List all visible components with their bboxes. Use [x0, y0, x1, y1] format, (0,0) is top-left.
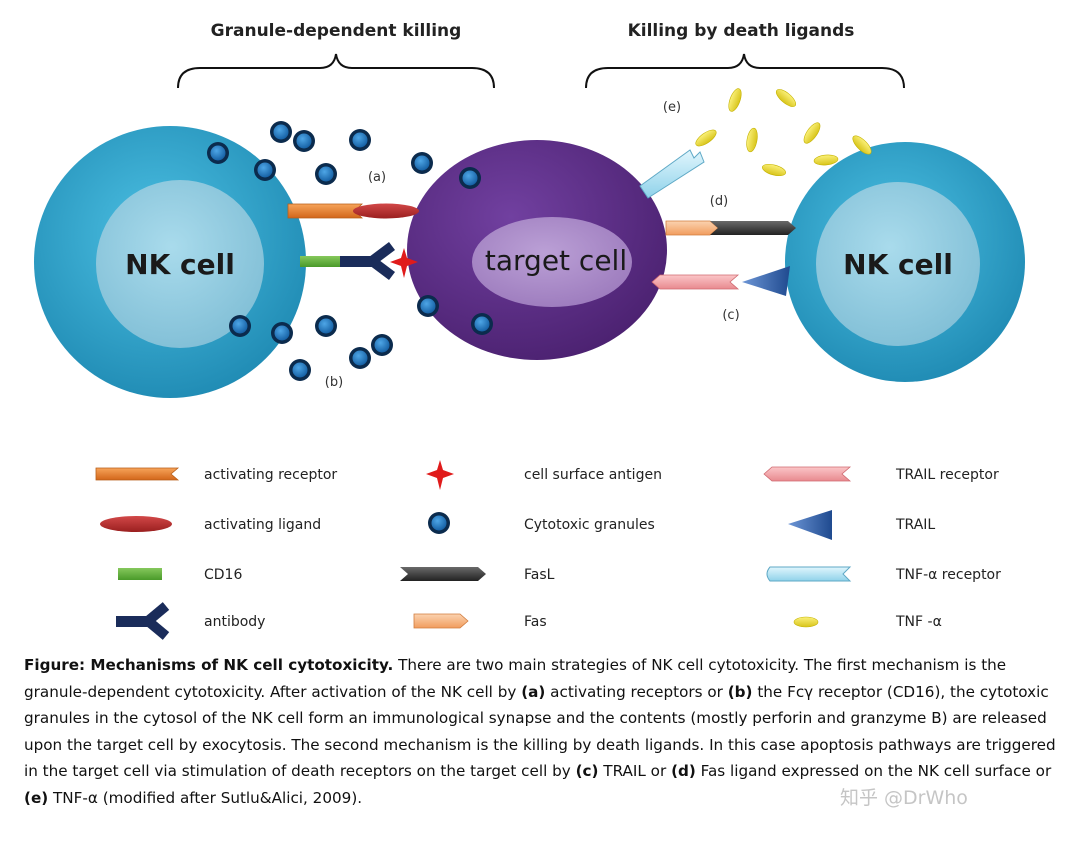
- granule: [349, 129, 371, 151]
- legend-trail-receptor: TRAIL receptor: [763, 466, 999, 483]
- brace-left: [177, 53, 495, 89]
- legend-label: antibody: [204, 614, 265, 630]
- legend-activating-receptor: activating receptor: [95, 467, 337, 483]
- caption-ref-c: (c): [575, 762, 599, 781]
- caption-text: activating receptors or: [545, 682, 728, 701]
- granule-icon: [428, 512, 450, 534]
- watermark: 知乎 @DrWho: [840, 787, 968, 809]
- granule: [349, 347, 371, 369]
- legend-label: activating receptor: [204, 467, 337, 483]
- caption-ref-b: (b): [727, 682, 753, 701]
- target-cell-label: target cell: [485, 244, 627, 277]
- legend-antibody: antibody: [116, 602, 265, 640]
- granule: [459, 167, 481, 189]
- granule: [207, 142, 229, 164]
- nk-cell-left-label: NK cell: [125, 248, 235, 281]
- legend-cytotoxic-granules: Cytotoxic granules: [428, 512, 655, 534]
- granule: [471, 313, 493, 335]
- legend-tnf-receptor: TNF-α receptor: [766, 566, 1001, 583]
- trail-receptor-pair: [651, 266, 790, 296]
- caption-text: There are two main strategies of NK cell…: [24, 656, 1007, 701]
- label-a: (a): [368, 170, 386, 185]
- legend-activating-ligand: activating ligand: [100, 516, 321, 533]
- granule: [417, 295, 439, 317]
- caption-ref-a: (a): [521, 682, 546, 701]
- granule: [229, 315, 251, 337]
- legend-label: cell surface antigen: [524, 467, 662, 483]
- cd16-icon: [118, 568, 162, 580]
- legend-label: TNF-α receptor: [895, 567, 1001, 583]
- legend-label: Fas: [524, 614, 547, 630]
- fasl-icon: [400, 567, 486, 581]
- tnf-alpha-dot: [693, 126, 719, 150]
- tnf-alpha-dot: [760, 161, 788, 179]
- granule: [270, 121, 292, 143]
- legend-label: TRAIL receptor: [895, 467, 999, 483]
- activating-ligand-icon: [100, 516, 172, 532]
- tnf-alpha-dot: [813, 153, 839, 167]
- caption-title: Figure: Mechanisms of NK cell cytotoxici…: [24, 656, 394, 674]
- legend: activating receptor activating ligand CD…: [95, 460, 1001, 640]
- legend-cell-surface-antigen: cell surface antigen: [426, 460, 662, 490]
- legend-tnf-alpha: TNF -α: [793, 614, 942, 630]
- legend-label: TNF -α: [895, 614, 942, 630]
- tnf-alpha-icon: [793, 616, 819, 628]
- legend-label: FasL: [524, 567, 555, 583]
- nk-cell-right: NK cell: [785, 142, 1025, 382]
- tnf-alpha-dot: [800, 120, 824, 146]
- label-d: (d): [710, 194, 728, 209]
- tnf-receptor-icon: [766, 566, 852, 582]
- label-b: (b): [325, 375, 343, 390]
- tnf-alpha-dot: [744, 127, 760, 153]
- granule: [289, 359, 311, 381]
- brace-right: [585, 53, 905, 89]
- granule: [293, 130, 315, 152]
- legend-label: CD16: [204, 567, 242, 583]
- caption-text: TRAIL or: [598, 762, 672, 781]
- heading-granule-dependent: Granule-dependent killing: [211, 21, 462, 41]
- antigen-star-icon: [426, 460, 454, 490]
- granule: [271, 322, 293, 344]
- heading-death-ligands: Killing by death ligands: [628, 21, 855, 41]
- label-c: (c): [722, 308, 739, 323]
- granule: [315, 315, 337, 337]
- granule: [315, 163, 337, 185]
- legend-cd16: CD16: [118, 567, 242, 583]
- nk-cell-right-label: NK cell: [843, 248, 953, 281]
- caption-ref-e: (e): [24, 788, 49, 807]
- fas-fasl-pair: [665, 220, 796, 236]
- legend-fasl: FasL: [400, 567, 555, 583]
- label-e: (e): [663, 100, 681, 115]
- granule: [371, 334, 393, 356]
- legend-label: activating ligand: [204, 517, 321, 533]
- tnf-alpha-dot: [725, 86, 745, 114]
- legend-label: TRAIL: [895, 517, 935, 533]
- legend-label: Cytotoxic granules: [524, 517, 655, 533]
- trail-icon: [788, 510, 832, 540]
- caption-ref-d: (d): [671, 762, 696, 781]
- target-cell: target cell: [407, 140, 667, 360]
- tnf-alpha-dot: [773, 86, 799, 110]
- granule: [411, 152, 433, 174]
- fas-icon: [413, 613, 469, 629]
- caption-text: TNF-α (modified after Sutlu&Alici, 2009)…: [48, 788, 363, 807]
- legend-fas: Fas: [413, 613, 547, 630]
- granule: [254, 159, 276, 181]
- cd16-antibody-antigen: [300, 242, 418, 280]
- caption-text: the Fcγ receptor (CD16), the cytotoxic g…: [24, 682, 1056, 781]
- trail-receptor-icon: [763, 466, 852, 482]
- cell-surface-antigen-icon: [390, 248, 418, 278]
- tnf-receptor-group: [639, 149, 705, 199]
- figure-caption: Figure: Mechanisms of NK cell cytotoxici…: [24, 652, 1064, 812]
- activating-receptor-icon: [95, 467, 180, 481]
- antibody-icon: [116, 602, 170, 640]
- activating-receptor-ligand-pair: [287, 203, 419, 219]
- caption-text: Fas ligand expressed on the NK cell surf…: [695, 762, 1052, 781]
- legend-trail: TRAIL: [788, 510, 935, 540]
